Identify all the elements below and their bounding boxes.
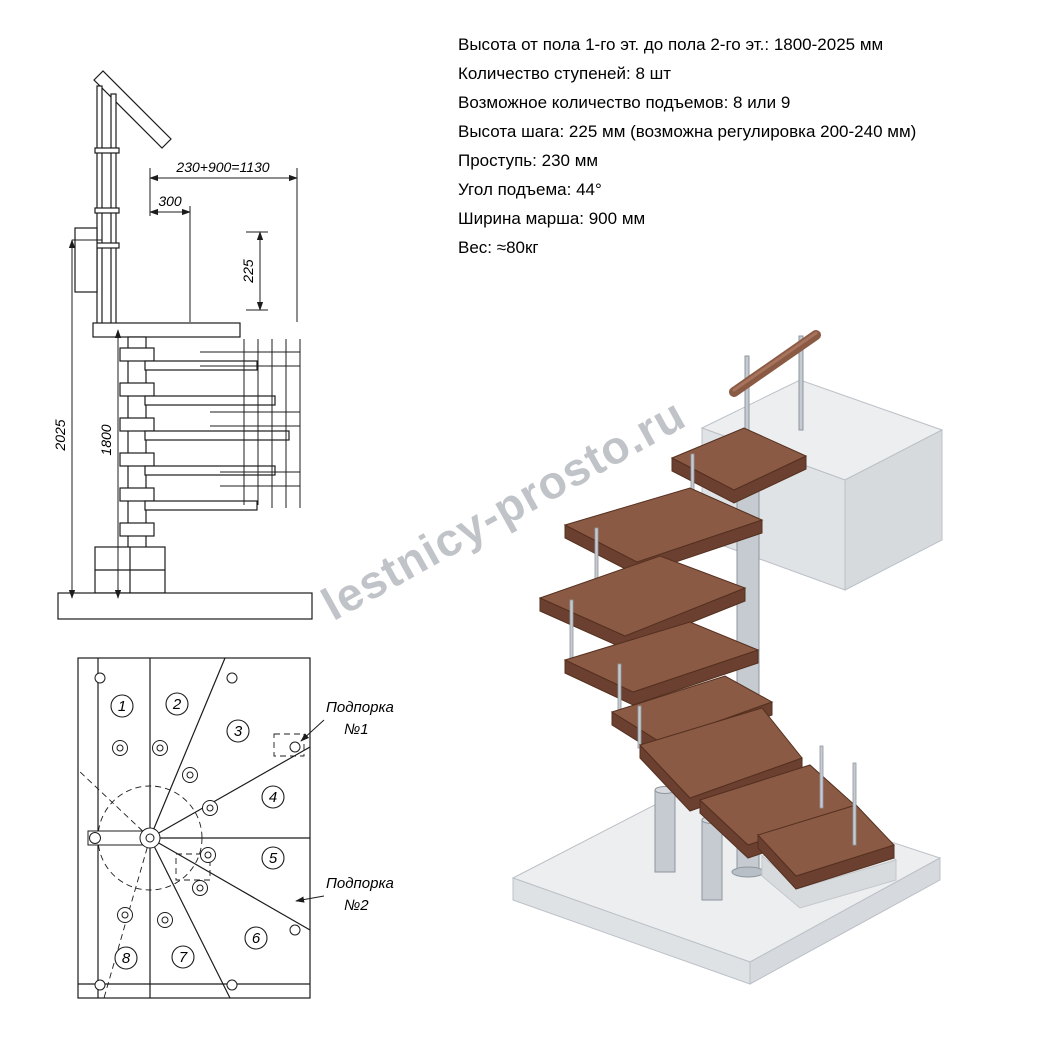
railing-baluster bbox=[690, 453, 695, 493]
elevation-tread bbox=[144, 395, 276, 406]
elevation-wall-bracket bbox=[74, 227, 98, 293]
elevation-structure bbox=[57, 70, 313, 620]
elevation-railing bbox=[200, 339, 301, 508]
plan-step-number: 3 bbox=[234, 723, 243, 740]
plan-step-number: 7 bbox=[179, 949, 188, 966]
plan-drawing: 1 2 3 4 5 6 7 8 Подпорка №1 Подпорка №2 bbox=[77, 657, 394, 999]
spec-line-step-count: Количество ступеней: 8 шт bbox=[458, 64, 672, 83]
plan-structure bbox=[77, 657, 311, 999]
railing-baluster bbox=[852, 762, 857, 846]
railing-baluster bbox=[798, 335, 804, 431]
elevation-floor bbox=[57, 592, 313, 620]
wooden-handrail bbox=[729, 330, 821, 397]
plan-balusters bbox=[112, 740, 218, 928]
railing-baluster bbox=[637, 705, 642, 749]
elevation-dimensions bbox=[68, 168, 298, 599]
elevation-tread bbox=[144, 500, 258, 511]
spec-line-weight: Вес: ≈80кг bbox=[458, 238, 539, 257]
dim-label-step-height: 225 bbox=[240, 259, 256, 284]
spec-line-height-range: Высота от пола 1-го эт. до пола 2-го эт.… bbox=[458, 35, 884, 54]
railing-baluster bbox=[594, 527, 599, 585]
elevation-tread bbox=[144, 465, 276, 476]
specs-block: Высота от пола 1-го эт. до пола 2-го эт.… bbox=[458, 30, 1028, 262]
plan-support1-footprint bbox=[273, 733, 305, 757]
elevation-platform bbox=[92, 322, 241, 338]
railing-baluster bbox=[569, 599, 574, 663]
plan-corner-bolts bbox=[94, 672, 301, 991]
plan-leader-lines bbox=[295, 719, 325, 903]
stair-3d-render bbox=[511, 330, 944, 985]
plan-posts bbox=[87, 672, 301, 991]
elevation-drawing: 230+900=1130 300 225 2025 1800 bbox=[52, 70, 313, 620]
tread-1 bbox=[757, 804, 895, 890]
plan-step-number: 2 bbox=[172, 696, 182, 713]
plan-step-number: 6 bbox=[252, 930, 261, 947]
support-label-1-line2: №1 bbox=[344, 721, 369, 738]
railing-baluster bbox=[819, 745, 824, 809]
support-label-1-line1: Подпорка bbox=[326, 699, 394, 716]
plan-step-number: 1 bbox=[118, 698, 126, 715]
dim-label-height-min: 1800 bbox=[98, 424, 114, 455]
support-label-2-line1: Подпорка bbox=[326, 875, 394, 892]
elevation-tread bbox=[144, 430, 290, 441]
spec-line-step-height: Высота шага: 225 мм (возможна регулировк… bbox=[458, 122, 917, 141]
support-pedestal-1 bbox=[654, 786, 676, 873]
tread-7 bbox=[563, 487, 764, 576]
plan-step-number: 5 bbox=[269, 850, 278, 867]
tread-5 bbox=[563, 621, 760, 706]
plan-step-number: 4 bbox=[269, 789, 277, 806]
dim-label-height-max: 2025 bbox=[52, 419, 68, 451]
dim-label-total-width: 230+900=1130 bbox=[175, 159, 269, 175]
tread-6 bbox=[538, 555, 747, 650]
railing-baluster bbox=[617, 663, 622, 715]
elevation-handrail bbox=[93, 70, 172, 149]
support-label-2-line2: №2 bbox=[344, 897, 369, 914]
spec-line-tread-depth: Проступь: 230 мм bbox=[458, 151, 599, 170]
spec-line-rise-count: Возможное количество подъемов: 8 или 9 bbox=[458, 93, 791, 112]
plan-outline bbox=[77, 657, 311, 999]
spec-line-angle: Угол подъема: 44° bbox=[458, 180, 602, 199]
railing-baluster bbox=[744, 355, 750, 433]
top-railing bbox=[729, 330, 821, 433]
dim-label-top-run: 300 bbox=[158, 193, 182, 209]
plan-step-markers bbox=[110, 692, 285, 970]
tread-8 bbox=[670, 427, 808, 504]
spec-line-flight-width: Ширина марша: 900 мм bbox=[458, 209, 646, 228]
plan-step-number: 8 bbox=[122, 950, 131, 967]
